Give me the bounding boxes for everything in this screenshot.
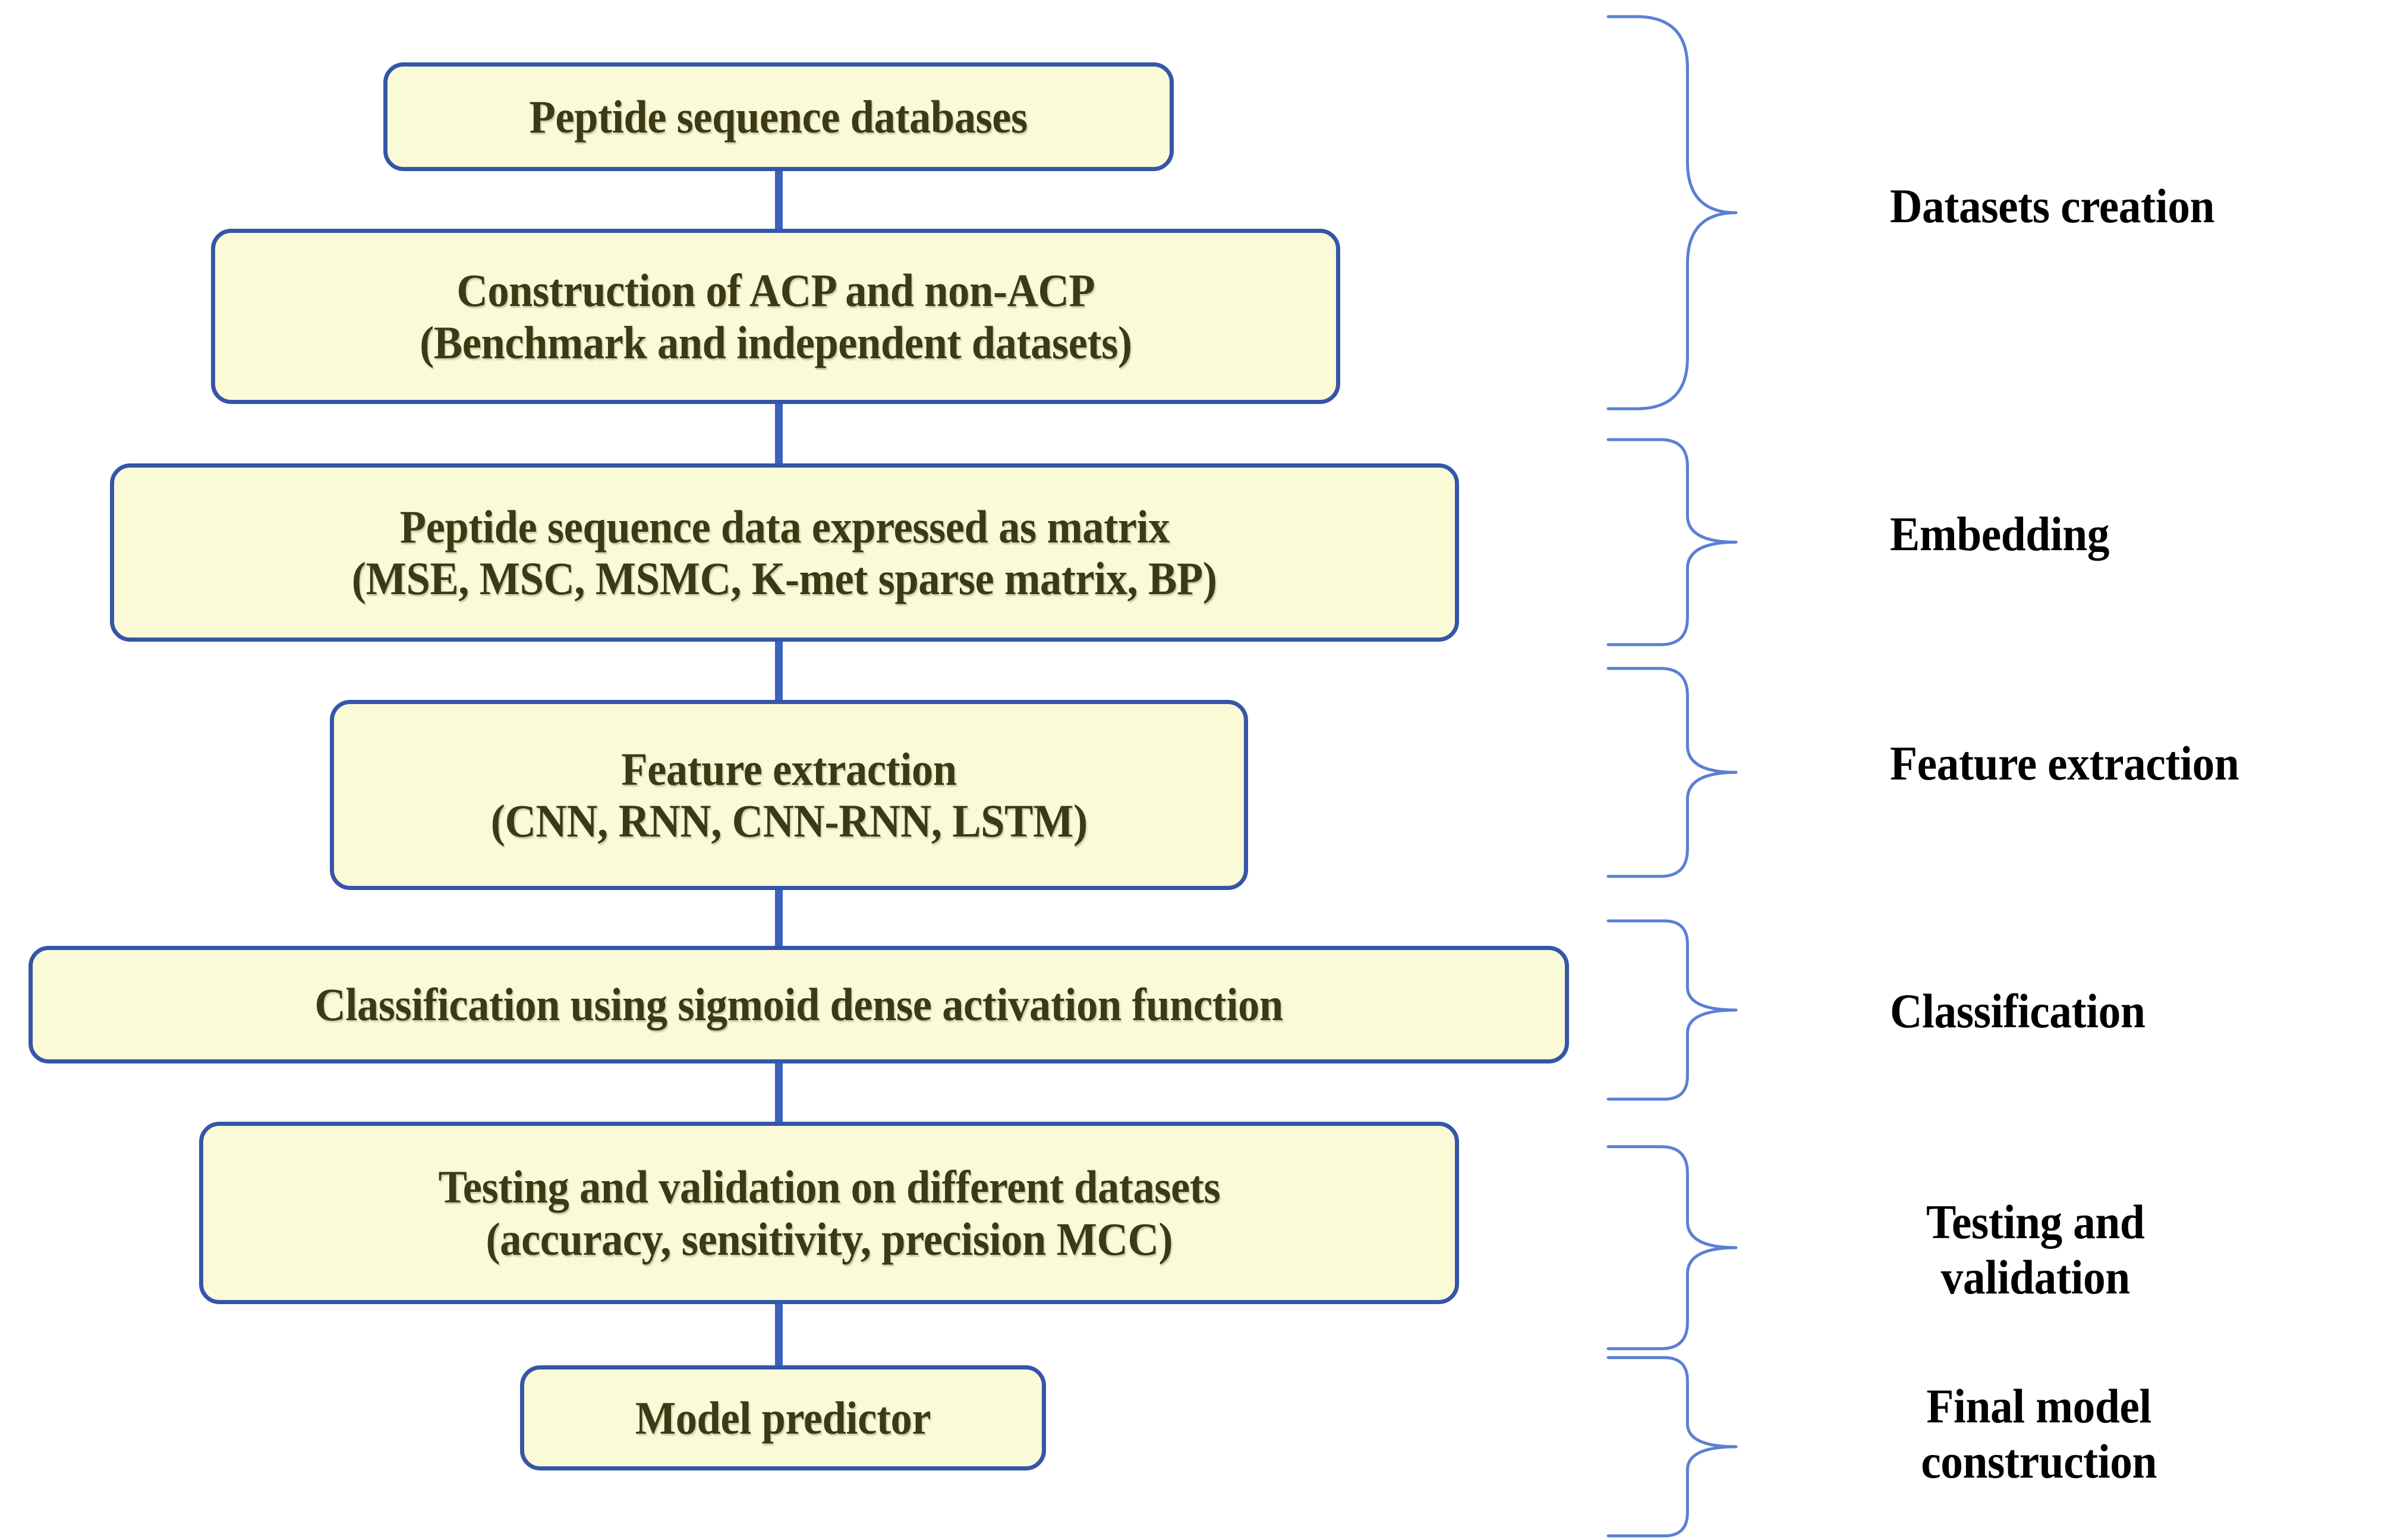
flow-node-line: (accuracy, sensitivity, precision MCC) [486,1213,1173,1265]
flow-node-model-predictor[interactable]: Model predictor [520,1365,1046,1470]
flow-node-line: (CNN, RNN, CNN-RNN, LSTM) [490,795,1088,847]
connector-3-4 [775,638,783,703]
connector-4-5 [775,886,783,949]
flow-node-line: (Benchmark and independent datasets) [419,316,1132,368]
flow-node-peptide-sequence-data-expressed-as-matrix[interactable]: Peptide sequence data expressed as matri… [110,463,1459,642]
stage-brace-datasets-creation [1606,15,1738,411]
stage-label-classification-stage: Classification [1890,983,2167,1039]
flow-node-line: Peptide sequence data expressed as matri… [399,500,1170,553]
stage-brace-classification-stage [1606,919,1738,1101]
connector-5-6 [775,1060,783,1125]
stage-label-line: construction [1921,1434,2157,1489]
flow-node-testing-and-validation-on-different-datasets[interactable]: Testing and validation on different data… [199,1122,1459,1304]
stage-label-line: Datasets creation [1890,179,2214,233]
flow-node-classification-using-sigmoid-dense-activation-function[interactable]: Classification using sigmoid dense activ… [29,946,1569,1064]
stage-label-line: Final model [1926,1379,2151,1433]
stage-label-line: Classification [1890,984,2145,1038]
stage-brace-embedding [1606,438,1738,646]
flow-node-peptide-sequence-databases[interactable]: Peptide sequence databases [383,62,1174,171]
stage-brace-testing-and-validation-stage [1606,1145,1738,1350]
flow-node-line: Peptide sequence databases [529,90,1028,143]
stage-label-feature-extraction-stage: Feature extraction [1890,736,2269,791]
connector-1-2 [775,168,783,233]
stage-label-line: validation [1940,1250,2131,1305]
connector-6-7 [775,1301,783,1369]
flow-node-line: Construction of ACP and non-ACP [456,264,1095,317]
stage-label-line: Testing and [1926,1195,2145,1249]
stage-label-datasets-creation: Datasets creation [1890,178,2242,233]
stage-label-line: Embedding [1890,507,2110,561]
flow-node-line: Classification using sigmoid dense activ… [314,979,1283,1031]
stage-brace-final-model-construction-stage [1606,1356,1738,1538]
stage-label-embedding: Embedding [1890,506,2128,561]
stage-label-line: Feature extraction [1890,736,2239,790]
flow-node-construction-of-acp-and-non-acp[interactable]: Construction of ACP and non-ACP(Benchmar… [211,229,1340,404]
flow-node-line: Feature extraction [621,743,957,795]
flow-node-feature-extraction[interactable]: Feature extraction(CNN, RNN, CNN-RNN, LS… [330,700,1248,890]
flow-node-line: (MSE, MSC, MSMC, K-met sparse matrix, BP… [352,553,1217,604]
stage-brace-feature-extraction-stage [1606,667,1738,878]
flow-node-line: Model predictor [635,1391,931,1444]
connector-2-3 [775,400,783,467]
flow-node-line: Testing and validation on different data… [438,1161,1220,1213]
